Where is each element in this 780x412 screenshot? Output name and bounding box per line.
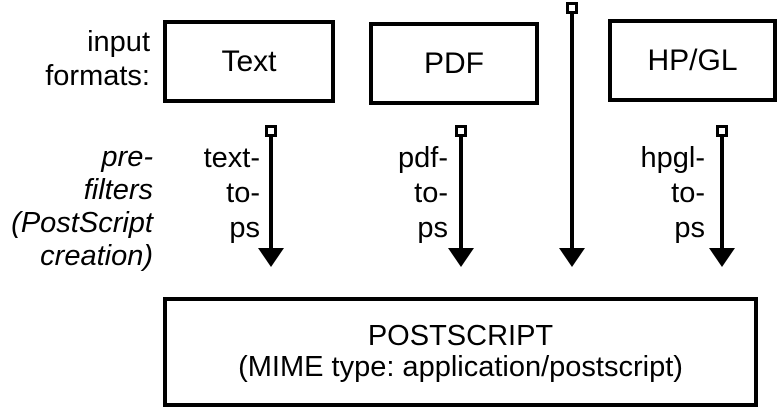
format-box-hpgl: HP/GL — [608, 19, 777, 102]
filter-label-pdftops-line2: to- — [414, 177, 448, 209]
prefilters-caption-line4: creation) — [40, 240, 153, 272]
arrow-shaft — [570, 12, 574, 250]
prefilters-caption: pre- filters (PostScript creation) — [11, 141, 153, 273]
arrow-direct-postscript — [559, 2, 585, 267]
arrowhead-down-icon — [448, 248, 474, 267]
filter-label-texttops: text- to- ps — [110, 141, 260, 246]
input-formats-caption-line2: formats: — [45, 60, 150, 92]
arrow-text-to-ps — [258, 125, 284, 267]
arrow-shaft — [720, 135, 724, 250]
filter-label-texttops-line3: ps — [229, 212, 260, 244]
filter-label-texttops-line2: to- — [226, 177, 260, 209]
format-box-hpgl-label: HP/GL — [647, 43, 738, 77]
arrow-hpgl-to-ps — [709, 125, 735, 267]
input-formats-caption-line1: input — [87, 26, 150, 58]
arrow-shaft — [459, 135, 463, 250]
filter-label-hpgltops-line1: hpgl- — [640, 142, 706, 174]
output-box-postscript-line1: POSTSCRIPT — [367, 320, 554, 352]
output-box-postscript-line2: (MIME type: application/postscript) — [238, 351, 683, 383]
arrowhead-down-icon — [258, 248, 284, 267]
filter-label-pdftops-line1: pdf- — [398, 142, 448, 174]
arrowhead-down-icon — [709, 248, 735, 267]
filter-label-hpgltops-line3: ps — [674, 212, 705, 244]
format-box-text: Text — [163, 20, 335, 103]
format-box-text-label: Text — [221, 44, 277, 78]
prefilters-caption-line3: (PostScript — [11, 207, 153, 239]
filter-label-hpgltops: hpgl- to- ps — [555, 141, 706, 246]
prefilters-caption-line1: pre- — [101, 141, 153, 173]
output-box-postscript: POSTSCRIPT (MIME type: application/posts… — [163, 297, 758, 407]
format-box-pdf: PDF — [369, 22, 539, 105]
filter-label-pdftops-line3: ps — [417, 212, 448, 244]
filter-label-texttops-line1: text- — [203, 142, 260, 174]
input-formats-caption: input formats: — [45, 25, 150, 93]
format-box-pdf-label: PDF — [424, 46, 484, 80]
arrow-pdf-to-ps — [448, 125, 474, 267]
arrowhead-down-icon — [559, 248, 585, 267]
arrow-shaft — [269, 135, 273, 250]
filter-label-hpgltops-line2: to- — [671, 177, 705, 209]
filter-label-pdftops: pdf- to- ps — [298, 141, 448, 246]
prefilters-caption-line2: filters — [83, 174, 153, 206]
